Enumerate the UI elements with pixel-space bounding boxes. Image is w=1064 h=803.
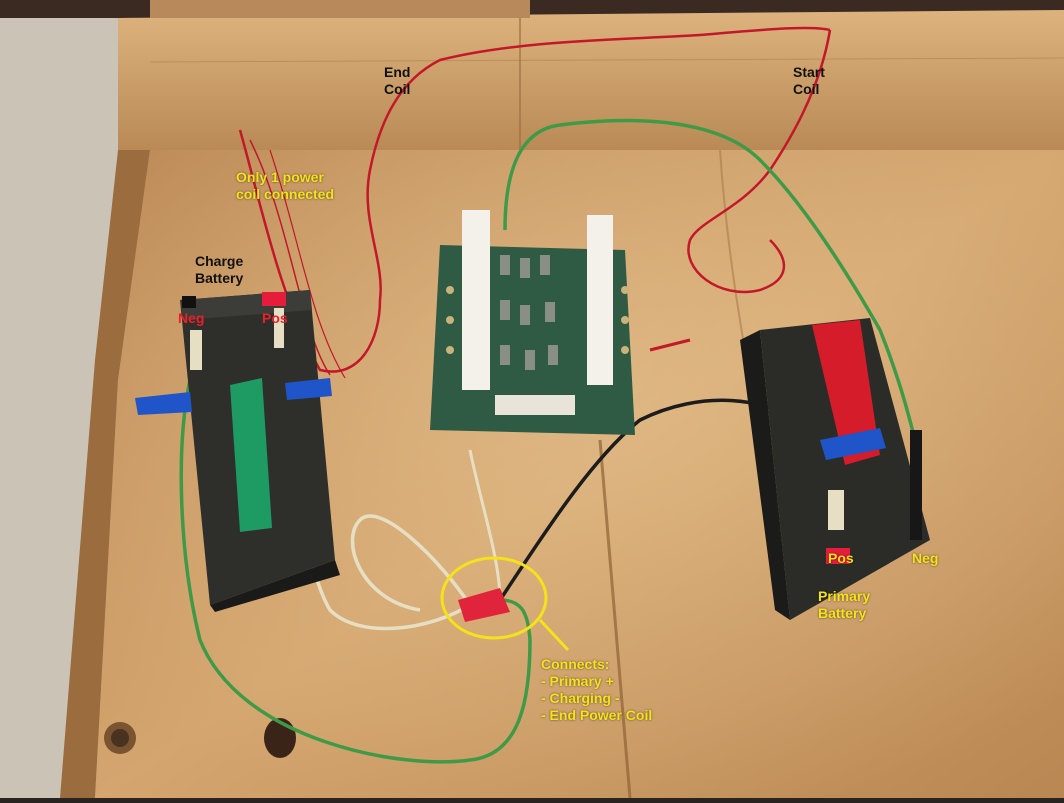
primary-pos-label: Pos [828, 550, 854, 566]
back-board [118, 10, 1064, 150]
power-coil-note: Only 1 power coil connected [236, 169, 335, 202]
circle-highlight-icon [440, 556, 548, 640]
primary-battery-label: Primary Battery [818, 588, 871, 621]
circuit-board [430, 210, 635, 435]
primary-neg-label: Neg [912, 550, 939, 566]
green-wire [503, 118, 917, 441]
charge-battery [135, 290, 340, 612]
charge-neg-label: Neg [178, 310, 205, 326]
callout-line-icon [538, 618, 570, 652]
wire-nut [458, 588, 510, 622]
end-coil-label: End Coil [384, 64, 411, 97]
start-coil-label: Start Coil [793, 64, 825, 97]
connects-note: Connects: - Primary + - Charging - - End… [541, 656, 653, 723]
red-coil-wire-start [687, 29, 832, 294]
primary-battery [740, 318, 930, 620]
charge-pos-label: Pos [262, 310, 288, 326]
charge-battery-label: Charge Battery [195, 253, 244, 286]
